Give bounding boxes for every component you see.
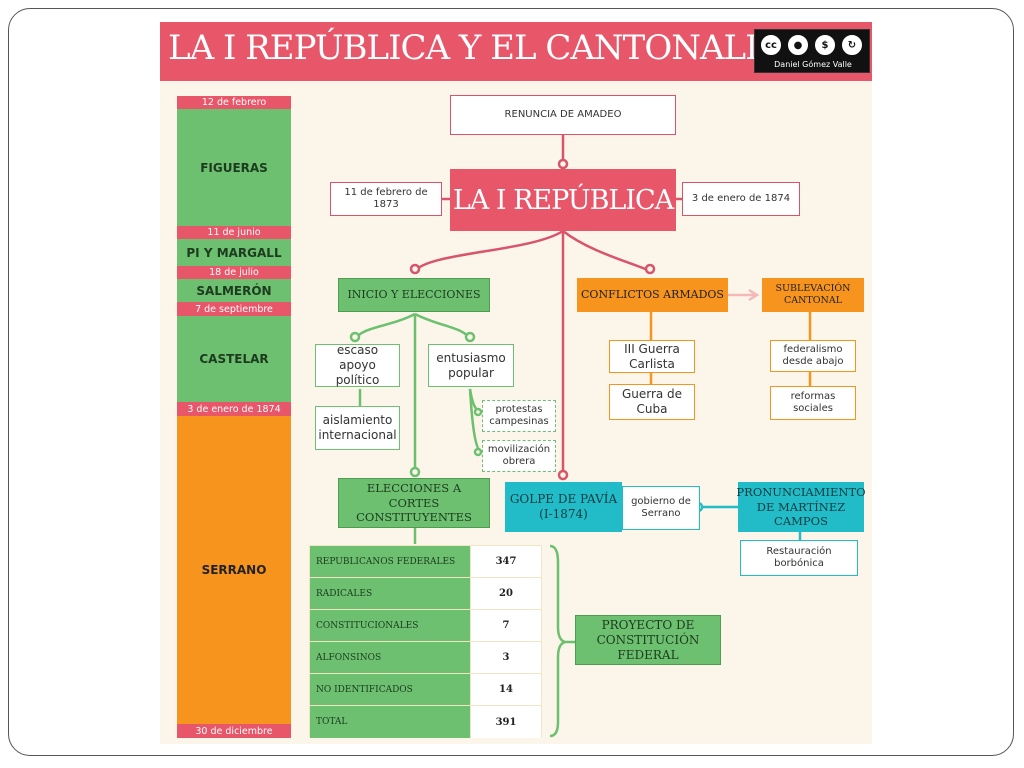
republica-box: LA I REPÚBLICA xyxy=(450,169,676,231)
sa-icon: ↻ xyxy=(840,33,864,57)
escaso-apoyo-box: escaso apoyo político xyxy=(315,343,400,387)
timeline-serrano: SERRANO xyxy=(177,416,291,724)
aislamiento-box: aislamiento internacional xyxy=(315,406,400,450)
reformas-sociales-box: reformas sociales xyxy=(770,386,856,420)
table-row: TOTAL 391 xyxy=(310,706,541,738)
table-row: ALFONSINOS 3 xyxy=(310,642,541,674)
cc-icon: cc xyxy=(759,33,783,57)
header-bar xyxy=(160,22,872,81)
poster-title: LA I REPÚBLICA Y EL CANTONALISMO xyxy=(168,28,842,68)
author-credit: Daniel Gómez Valle xyxy=(774,60,852,69)
entusiasmo-popular-box: entusiasmo popular xyxy=(428,344,514,387)
end-date-box: 3 de enero de 1874 xyxy=(682,182,800,216)
timeline-date: 30 de diciembre xyxy=(177,724,291,738)
nc-icon: $ xyxy=(813,33,837,57)
party-name: CONSTITUCIONALES xyxy=(310,610,471,641)
timeline-date: 7 de septiembre xyxy=(177,302,291,316)
proyecto-constitucion-box: PROYECTO DE CONSTITUCIÓN FEDERAL xyxy=(575,615,721,665)
timeline-pi-y-margall: PI Y MARGALL xyxy=(177,239,291,266)
by-icon: ● xyxy=(786,33,810,57)
restauracion-box: Restauración borbónica xyxy=(740,540,858,576)
inicio-elecciones-box: INICIO Y ELECCIONES xyxy=(338,278,490,312)
party-name: NO IDENTIFICADOS xyxy=(310,674,471,705)
party-name: TOTAL xyxy=(310,706,471,738)
table-row: RADICALES 20 xyxy=(310,578,541,610)
federalismo-box: federalismo desde abajo xyxy=(770,340,856,372)
movilizacion-box: movilización obrera xyxy=(482,440,556,472)
concept-map-poster: LA I REPÚBLICA Y EL CANTONALISMO cc ● $ … xyxy=(160,22,872,744)
seat-count: 347 xyxy=(471,546,541,577)
guerra-carlista-box: III Guerra Carlista xyxy=(609,340,695,373)
protestas-box: protestas campesinas xyxy=(482,400,556,432)
connector-lines xyxy=(349,135,812,738)
table-row: NO IDENTIFICADOS 14 xyxy=(310,674,541,706)
renuncia-amadeo-box: RENUNCIA DE AMADEO xyxy=(450,95,676,135)
timeline-date: 11 de junio xyxy=(177,226,291,239)
pronunciamiento-box: PRONUNCIAMIENTO DE MARTÍNEZ CAMPOS xyxy=(736,482,866,532)
election-results-table: REPUBLICANOS FEDERALES 347 RADICALES 20 … xyxy=(309,545,542,738)
timeline-date: 18 de julio xyxy=(177,266,291,279)
party-name: ALFONSINOS xyxy=(310,642,471,673)
golpe-pavia-box: GOLPE DE PAVÍA (I-1874) xyxy=(505,482,622,532)
timeline-castelar: CASTELAR xyxy=(177,316,291,402)
guerra-cuba-box: Guerra de Cuba xyxy=(609,384,695,420)
start-date-box: 11 de febrero de 1873 xyxy=(330,182,442,216)
timeline-salmeron: SALMERÓN xyxy=(177,279,291,302)
timeline-date: 12 de febrero xyxy=(177,96,291,109)
timeline-date: 3 de enero de 1874 xyxy=(177,402,291,416)
sublevacion-cantonal-box: SUBLEVACIÓN CANTONAL xyxy=(762,278,864,312)
table-row: CONSTITUCIONALES 7 xyxy=(310,610,541,642)
timeline-figueras: FIGUERAS xyxy=(177,109,291,226)
table-row: REPUBLICANOS FEDERALES 347 xyxy=(310,546,541,578)
conflictos-armados-box: CONFLICTOS ARMADOS xyxy=(577,278,728,312)
seat-count: 7 xyxy=(471,610,541,641)
seat-count: 14 xyxy=(471,674,541,705)
creative-commons-badge: cc ● $ ↻ Daniel Gómez Valle xyxy=(754,29,870,73)
gobierno-serrano-box: gobierno de Serrano xyxy=(622,486,700,530)
seat-count: 391 xyxy=(471,706,541,738)
seat-count: 20 xyxy=(471,578,541,609)
party-name: RADICALES xyxy=(310,578,471,609)
elecciones-cortes-box: ELECCIONES A CORTES CONSTITUYENTES xyxy=(338,478,490,528)
seat-count: 3 xyxy=(471,642,541,673)
party-name: REPUBLICANOS FEDERALES xyxy=(310,546,471,577)
